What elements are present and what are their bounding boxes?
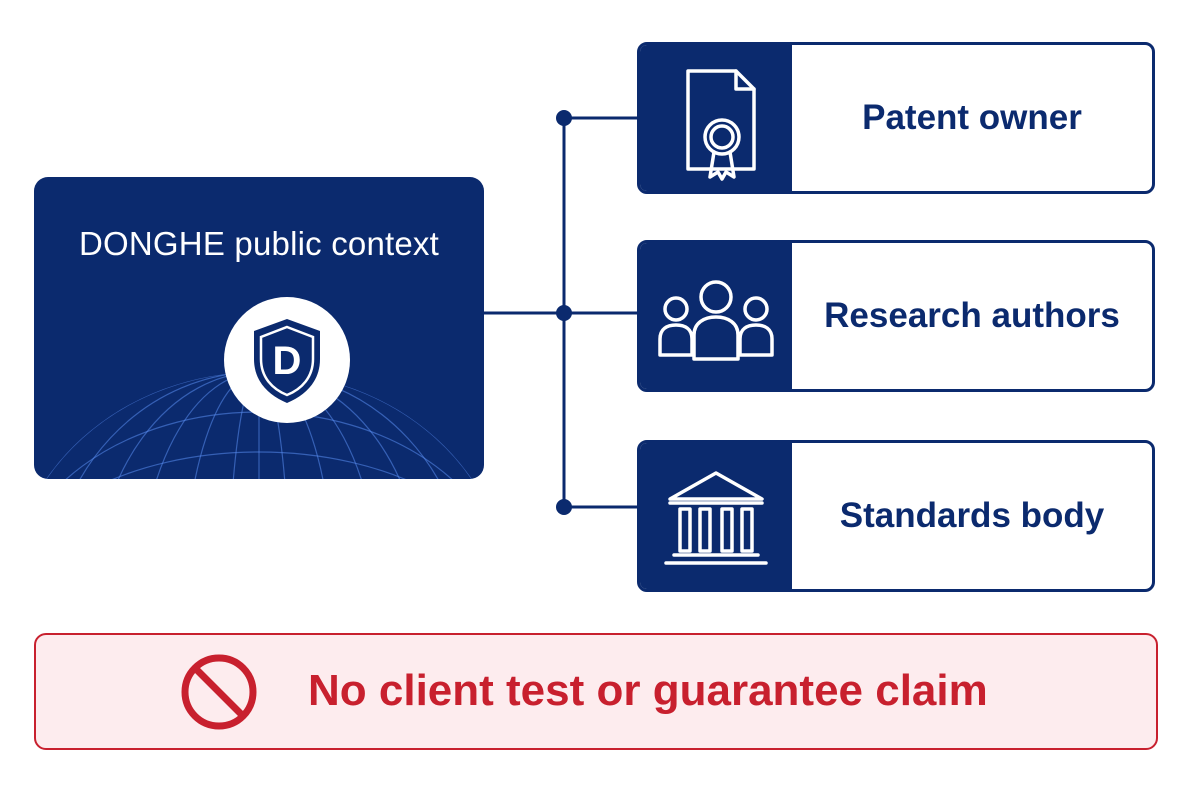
institution-building-icon xyxy=(664,471,768,565)
stakeholder-card-patent-owner: Patent owner xyxy=(637,42,1155,194)
stakeholder-label: Standards body xyxy=(839,496,1105,535)
stakeholder-icon-panel xyxy=(640,45,792,191)
warning-banner: No client test or guarantee claim xyxy=(34,633,1158,750)
source-card: DONGHE public context D xyxy=(34,177,484,479)
connector-node xyxy=(556,110,572,126)
stakeholder-label: Research authors xyxy=(824,296,1120,335)
logo-letter: D xyxy=(273,339,302,383)
connector-node xyxy=(556,305,572,321)
certificate-document-icon xyxy=(686,69,756,181)
people-group-icon xyxy=(658,280,774,361)
stakeholder-icon-panel xyxy=(640,243,792,389)
connector-node xyxy=(556,499,572,515)
warning-text: No client test or guarantee claim xyxy=(308,666,988,715)
stakeholder-card-research-authors: Research authors xyxy=(637,240,1155,392)
shield-icon: D xyxy=(254,319,320,403)
prohibited-icon xyxy=(181,654,257,730)
stakeholder-card-standards-body: Standards body xyxy=(637,440,1155,592)
stakeholder-icon-panel xyxy=(640,443,792,589)
shield-logo: D xyxy=(224,297,350,423)
source-title: DONGHE public context xyxy=(79,225,439,262)
stakeholder-label: Patent owner xyxy=(862,98,1082,137)
